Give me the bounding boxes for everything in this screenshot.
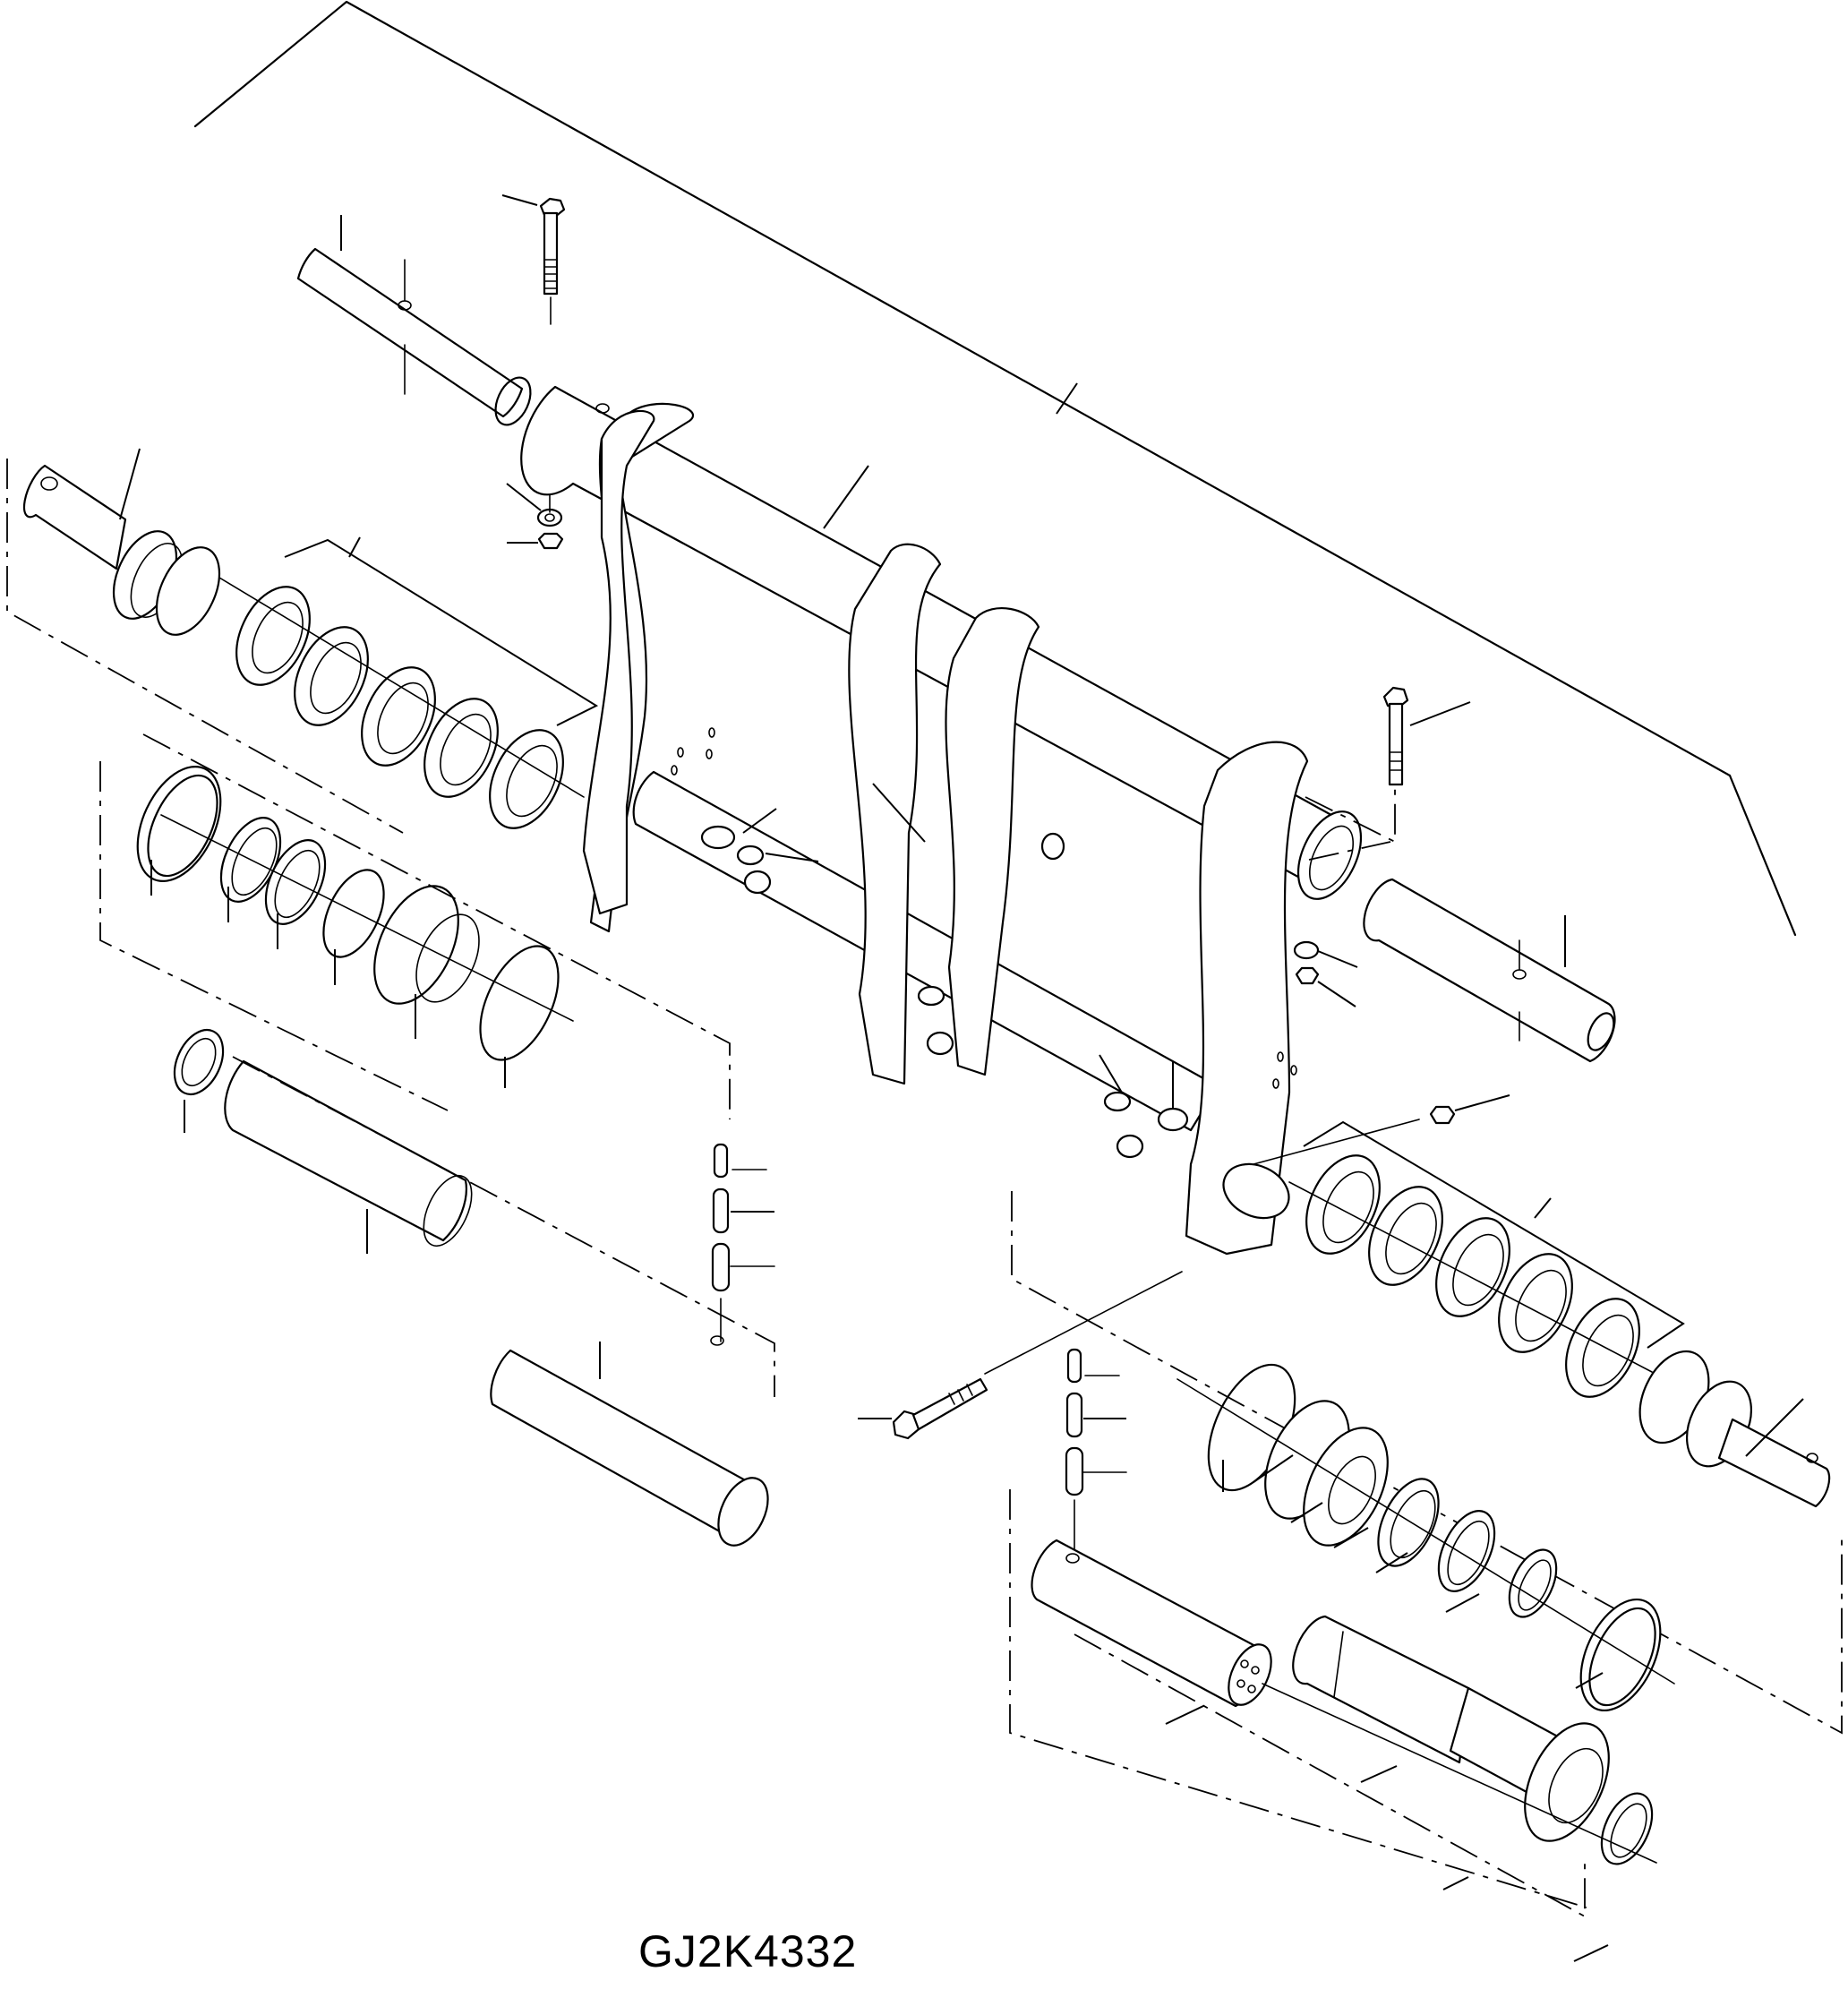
right-washer-nut [1253,940,1510,1165]
assembly-bracket [193,0,1797,937]
upper-left-washer-nut [506,483,564,550]
lower-right-ring-stack [1009,1363,1675,1908]
lower-right-shaft [1031,1539,1657,1962]
left-shaft-seal-stack [6,448,599,834]
right-pin [1308,841,1616,1063]
right-shaft-seal-stack [1011,1120,1843,1735]
left-snap-ring-stack [99,733,731,1119]
figure-id-label: GJ2K4332 [638,1926,858,1976]
right-bolt [1305,686,1471,844]
grease-fittings-right [1065,1348,1127,1550]
lower-left-shaft [173,1028,775,1547]
grease-fittings-left [711,1143,775,1342]
main-frame [520,385,1363,1256]
upper-left-bolt [501,194,566,325]
center-bolt [858,1271,1183,1440]
upper-left-pin [296,215,532,426]
